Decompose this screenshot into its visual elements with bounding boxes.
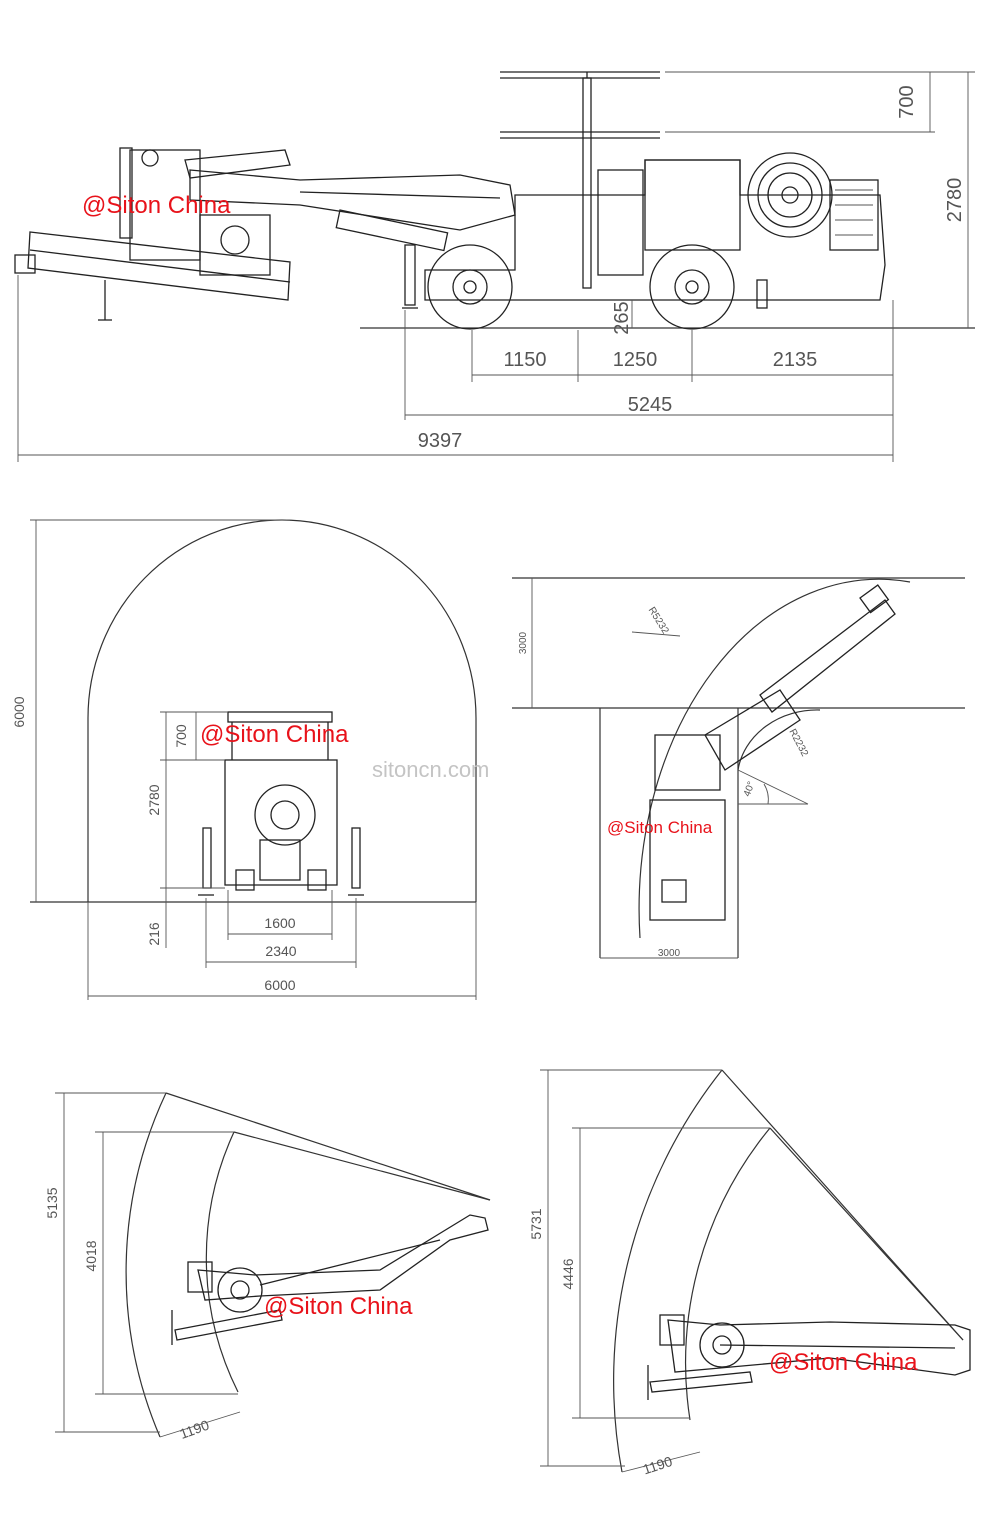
front-dim-track-width: 1600 bbox=[264, 915, 295, 931]
side-dim-front-overhang: 1150 bbox=[503, 349, 546, 371]
turn-dim-angle: 40° bbox=[742, 780, 758, 798]
turn-dim-outer-radius: R5232 bbox=[646, 605, 671, 636]
watermark-coverage-right: @Siton China bbox=[769, 1349, 918, 1376]
side-dim-total-height: 2780 bbox=[944, 178, 966, 223]
cov-left-dim-inner-height: 4018 bbox=[83, 1240, 99, 1271]
turn-dim-inner-radius: R2232 bbox=[786, 727, 810, 759]
front-dim-section-width: 6000 bbox=[264, 977, 295, 993]
cov-left-dim-total-height: 5135 bbox=[44, 1187, 60, 1218]
front-dim-section-height: 6000 bbox=[11, 696, 27, 727]
watermark-coverage-left: @Siton China bbox=[264, 1293, 413, 1320]
side-dim-chassis-length: 5245 bbox=[628, 394, 673, 416]
cov-right-dim-inner-height: 4446 bbox=[560, 1258, 576, 1289]
watermark-front-view: @Siton China bbox=[200, 721, 349, 748]
coverage-right-view: 5731 4446 1190 @Siton China bbox=[528, 1069, 971, 1478]
turn-dim-corridor-width-bottom: 3000 bbox=[658, 948, 681, 959]
side-dim-ground-clearance: 265 bbox=[611, 301, 633, 334]
front-dim-canopy-height: 700 bbox=[173, 724, 189, 748]
front-dim-ground-clearance: 216 bbox=[146, 922, 162, 946]
side-view: 700 2780 265 1150 1250 2135 5245 9397 @S… bbox=[14, 71, 975, 462]
cov-right-dim-total-height: 5731 bbox=[528, 1208, 544, 1239]
side-dim-rear-overhang: 2135 bbox=[773, 349, 818, 371]
side-dim-wheelbase: 1250 bbox=[613, 349, 658, 371]
front-view: 6000 700 2780 216 1600 2340 6000 @Siton … bbox=[11, 519, 477, 1000]
coverage-left-view: 5135 4018 1190 @Siton China bbox=[44, 1092, 491, 1442]
front-dim-machine-height: 2780 bbox=[146, 784, 162, 815]
watermark-turning-view: @Siton China bbox=[607, 818, 713, 837]
watermark-side-view: @Siton China bbox=[82, 192, 231, 219]
site-watermark: sitoncn.com bbox=[372, 757, 489, 782]
turn-dim-corridor-width-top: 3000 bbox=[518, 631, 529, 654]
cov-left-dim-boom-offset: 1190 bbox=[177, 1417, 211, 1442]
side-dim-total-length: 9397 bbox=[418, 430, 463, 452]
cov-right-dim-boom-offset: 1190 bbox=[641, 1453, 675, 1478]
side-dim-canopy-height: 700 bbox=[896, 85, 918, 118]
turning-view: 3000 R5232 R2232 40° 3000 @Siton China bbox=[512, 577, 965, 959]
front-dim-outrigger-width: 2340 bbox=[265, 943, 296, 959]
